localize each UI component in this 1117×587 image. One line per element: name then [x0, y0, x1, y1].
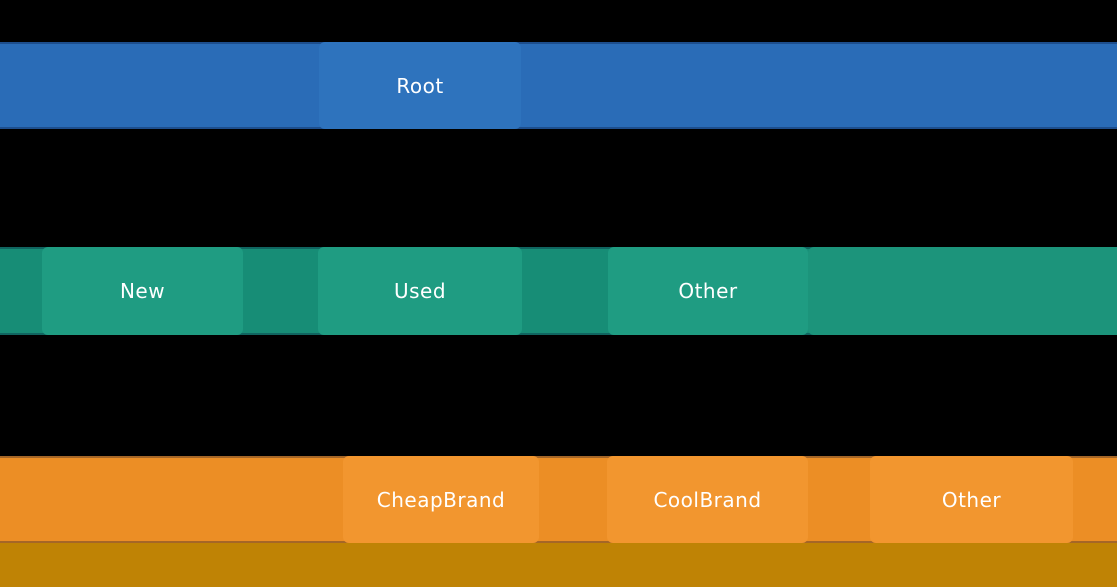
tree-node-other-brand: Other: [870, 456, 1073, 543]
tree-node-label-used: Used: [393, 279, 447, 303]
tree-node-coolbrand: CoolBrand: [607, 456, 808, 543]
level-0-link-band: [0, 42, 1117, 129]
tree-node-cheapbrand: CheapBrand: [343, 456, 539, 543]
tree-node-root: Root: [319, 42, 521, 129]
tree-node-unlabeled: [808, 247, 1117, 335]
clipped-next-level-band: [0, 543, 1117, 587]
tree-node-label-root: Root: [396, 73, 444, 98]
tree-node-other: Other: [608, 247, 808, 335]
tree-node-label-other-brand: Other: [941, 487, 1002, 512]
tree-node-used: Used: [318, 247, 522, 335]
tree-node-new: New: [42, 247, 243, 335]
tree-node-label-new: New: [119, 279, 166, 303]
tree-node-label-other: Other: [678, 279, 738, 303]
tree-node-label-cheapbrand: CheapBrand: [376, 487, 506, 512]
tree-node-label-coolbrand: CoolBrand: [653, 487, 762, 512]
